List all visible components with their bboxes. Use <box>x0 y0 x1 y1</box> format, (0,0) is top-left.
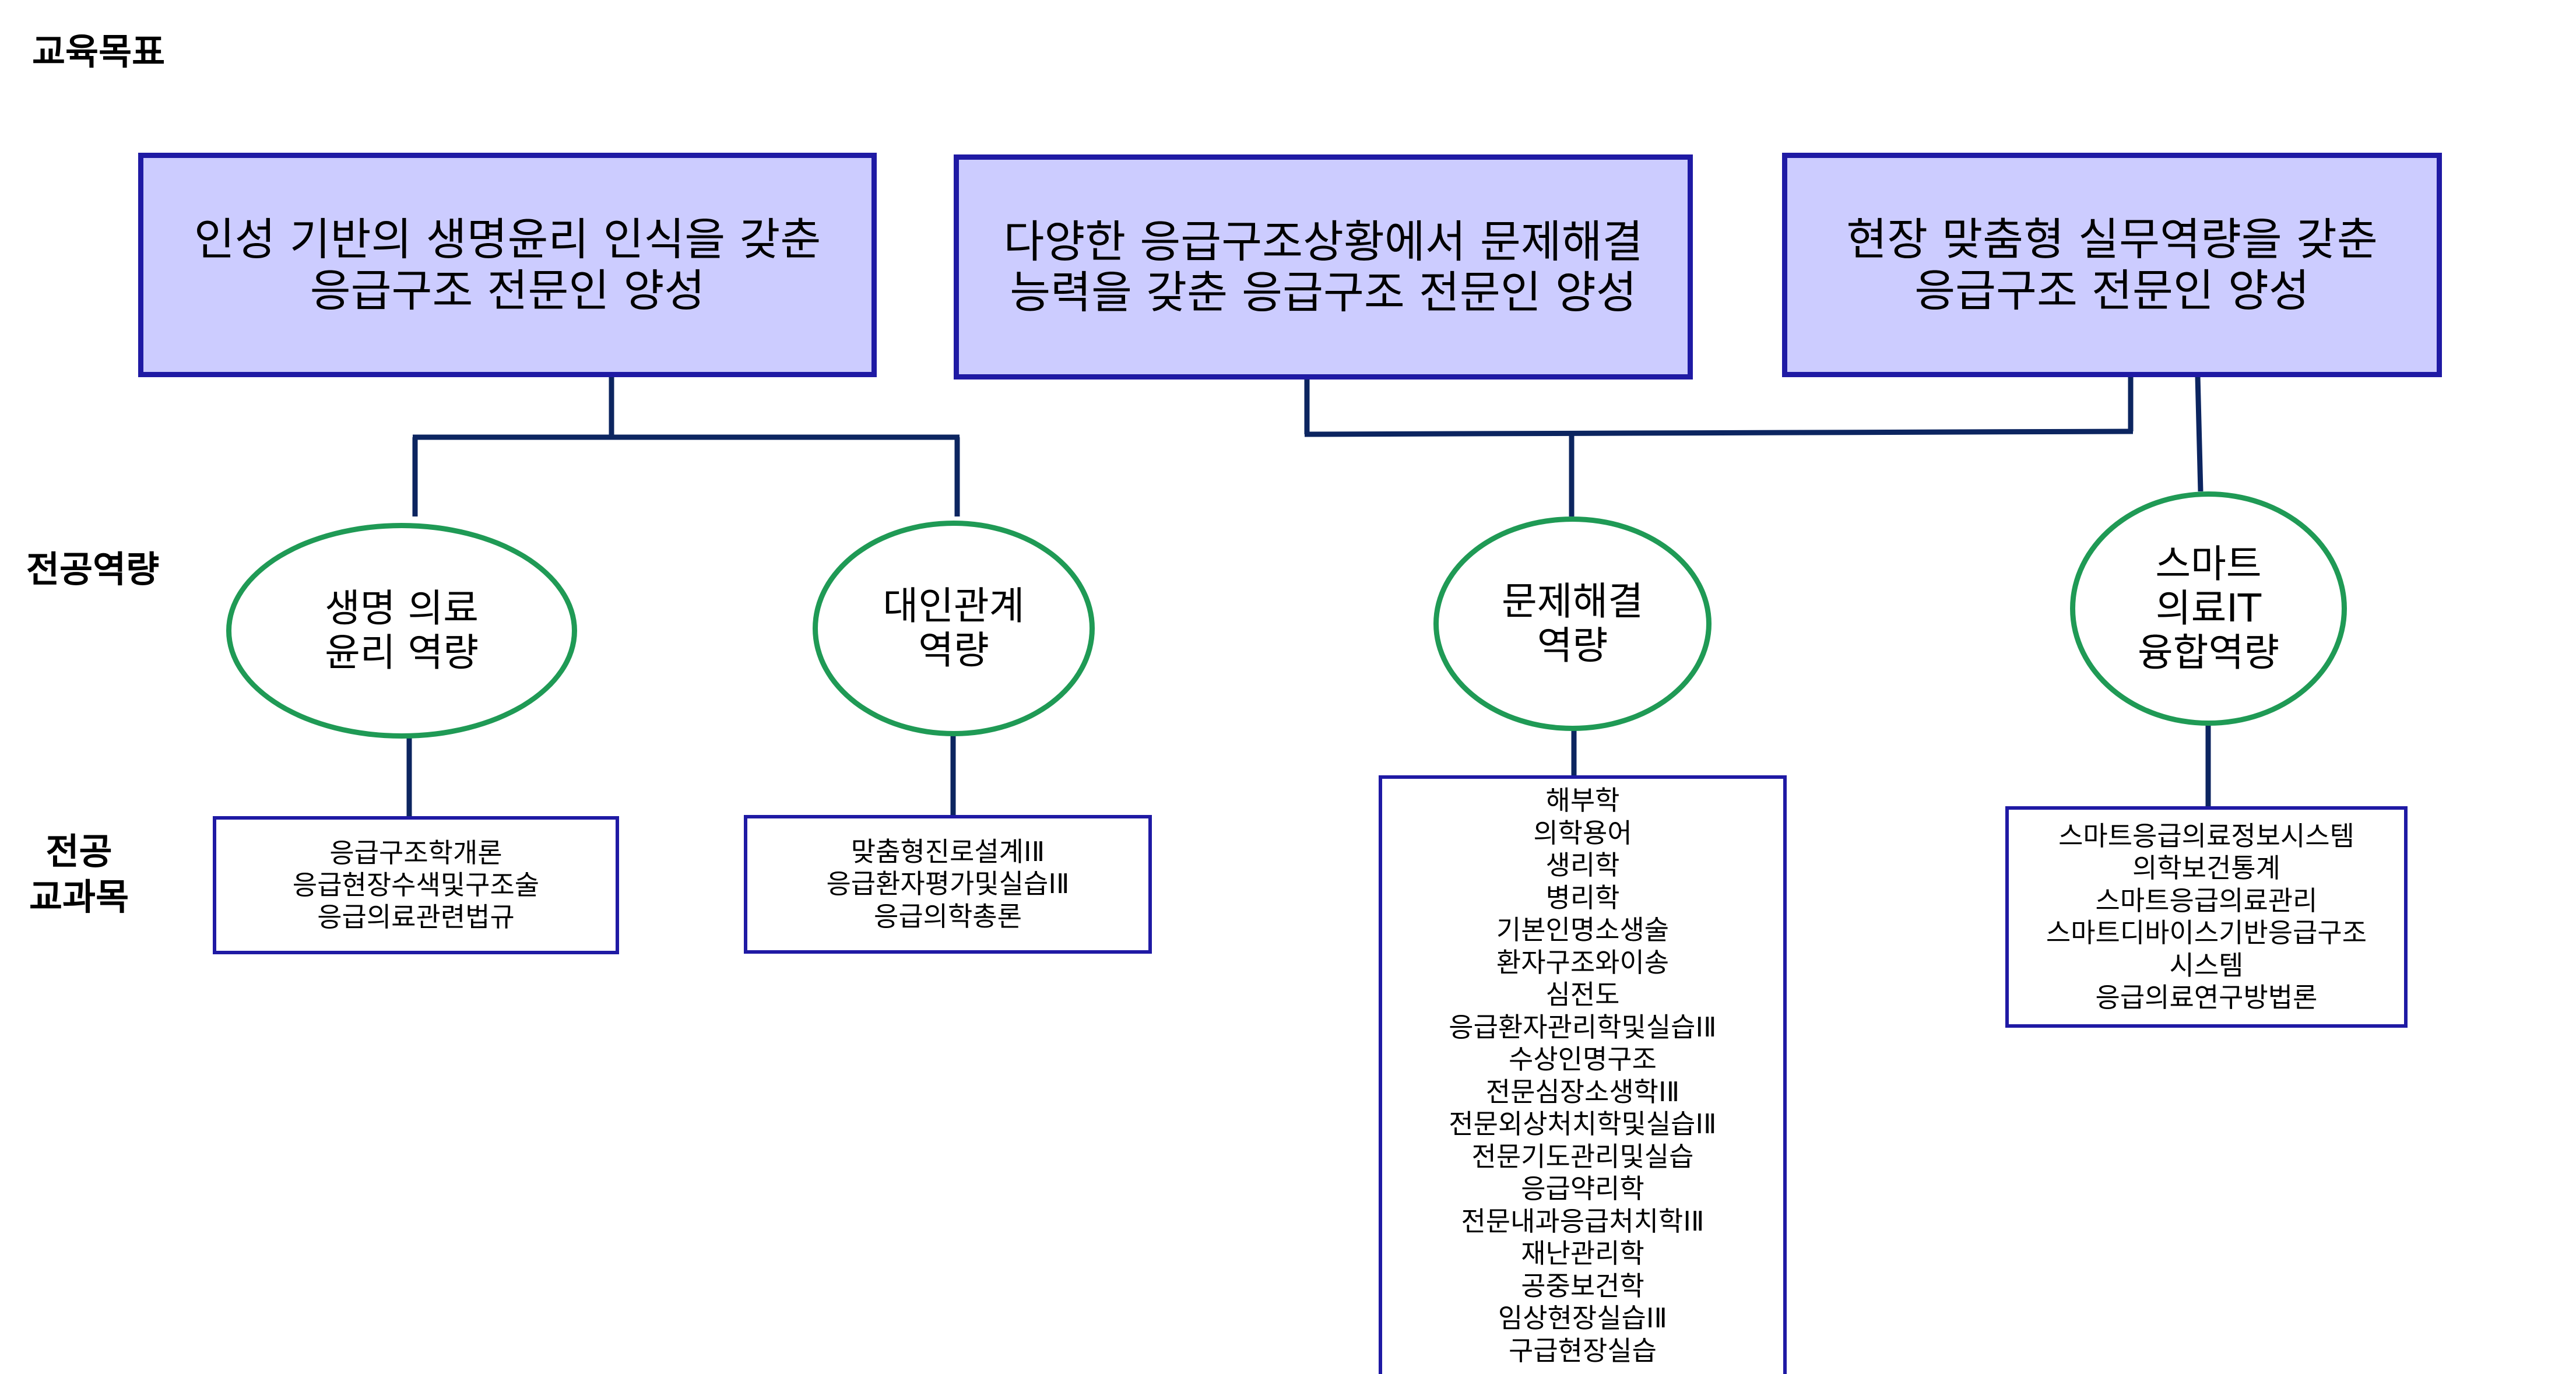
course-item: 응급현장수색및구조술 <box>292 869 540 901</box>
courses-label-line1: 전공 <box>45 830 113 873</box>
course-item: 생리학 <box>1545 849 1620 881</box>
goal-text-line2: 응급구조 전문인 양성 <box>1914 264 2310 317</box>
course-item: 임상현장실습ⅠⅡ <box>1498 1302 1668 1334</box>
competencies-label: 전공역량 <box>26 548 160 591</box>
course-item: 스마트응급의료정보시스템 <box>2058 820 2354 852</box>
course-item: 환자구조와이송 <box>1496 946 1670 978</box>
course-item: 응급의료연구방법론 <box>2095 982 2318 1013</box>
competency-line: 역량 <box>918 628 989 673</box>
course-item: 맞춤형진로설계ⅠⅡ <box>851 836 1045 868</box>
course-item: 공중보건학 <box>1521 1270 1644 1302</box>
goal-text-line1: 다양한 응급구조상황에서 문제해결 <box>1003 215 1643 268</box>
course-item: 전문심장소생학ⅠⅡ <box>1485 1076 1680 1108</box>
course-list-problem-solving: 해부학 의학용어 생리학 병리학 기본인명소생술 환자구조와이송 심전도 응급환… <box>1379 775 1787 1374</box>
competency-line: 융합역량 <box>2138 630 2279 675</box>
course-item: 전문기도관리및실습 <box>1471 1140 1694 1172</box>
connector <box>2195 375 2204 492</box>
competency-problem-solving: 문제해결 역량 <box>1433 516 1712 731</box>
course-item: 전문외상처치학및실습ⅠⅡ <box>1449 1108 1717 1140</box>
competency-line: 의료IT <box>2155 586 2262 631</box>
competency-medical-ethics: 생명 의료 윤리 역량 <box>226 523 577 739</box>
competency-line: 대인관계 <box>883 584 1025 629</box>
goal-text-line1: 인성 기반의 생명윤리 인식을 갖춘 <box>194 213 821 266</box>
course-list-interpersonal: 맞춤형진로설계ⅠⅡ 응급환자평가및실습ⅠⅡ 응급의학총론 <box>744 815 1152 954</box>
course-item: 응급약리학 <box>1521 1173 1644 1204</box>
course-item: 응급환자관리학및실습ⅠⅡ <box>1449 1011 1717 1043</box>
goal-text-line2: 응급구조 전문인 양성 <box>310 264 705 317</box>
course-item: 응급의료관련법규 <box>317 901 515 933</box>
course-list-smart-it: 스마트응급의료정보시스템 의학보건통계 스마트응급의료관리 스마트디바이스기반응… <box>2005 806 2408 1028</box>
course-item: 수상인명구조 <box>1509 1043 1657 1075</box>
course-item: 의학보건통계 <box>2132 852 2280 884</box>
course-item: 병리학 <box>1545 881 1620 913</box>
competency-interpersonal: 대인관계 역량 <box>813 521 1095 736</box>
competency-line: 문제해결 <box>1502 579 1643 624</box>
competency-smart-medical-it: 스마트 의료IT 융합역량 <box>2070 491 2347 726</box>
course-item: 기본인명소생술 <box>1496 914 1670 946</box>
competency-line: 생명 의료 <box>325 586 479 631</box>
goal-text-line1: 현장 맞춤형 실무역량을 갖춘 <box>1846 213 2378 266</box>
course-item: 스마트응급의료관리 <box>2095 884 2318 916</box>
competency-line: 스마트 <box>2155 542 2262 587</box>
goals-label: 교육목표 <box>32 30 166 73</box>
course-item: 의학용어 <box>1533 817 1632 849</box>
goal-box-field-practice: 현장 맞춤형 실무역량을 갖춘 응급구조 전문인 양성 <box>1782 153 2442 377</box>
course-item: 해부학 <box>1545 785 1620 816</box>
course-item: 시스템 <box>2169 949 2244 981</box>
course-item: 구급현장실습 <box>1509 1334 1657 1366</box>
course-item: 스마트디바이스기반응급구조 <box>2046 917 2367 948</box>
goal-box-ethics: 인성 기반의 생명윤리 인식을 갖춘 응급구조 전문인 양성 <box>138 153 877 377</box>
courses-label: 전공 교과목 <box>29 829 129 919</box>
competency-line: 윤리 역량 <box>325 630 479 675</box>
course-list-ethics: 응급구조학개론 응급현장수색및구조술 응급의료관련법규 <box>213 816 619 954</box>
course-item: 재난관리학 <box>1521 1238 1644 1269</box>
courses-label-line2: 교과목 <box>29 875 129 918</box>
goal-text-line2: 능력을 갖춘 응급구조 전문인 양성 <box>1010 266 1637 318</box>
course-item: 응급환자평가및실습ⅠⅡ <box>826 868 1070 900</box>
competency-line: 역량 <box>1537 623 1608 668</box>
course-item: 전문내과응급처치학ⅠⅡ <box>1461 1205 1705 1237</box>
course-item: 응급구조학개론 <box>329 837 502 869</box>
connector <box>1304 428 2134 437</box>
course-item: 심전도 <box>1545 979 1620 1010</box>
course-item: 응급의학총론 <box>874 900 1022 932</box>
goal-box-problem-solving: 다양한 응급구조상황에서 문제해결 능력을 갖춘 응급구조 전문인 양성 <box>954 154 1693 379</box>
